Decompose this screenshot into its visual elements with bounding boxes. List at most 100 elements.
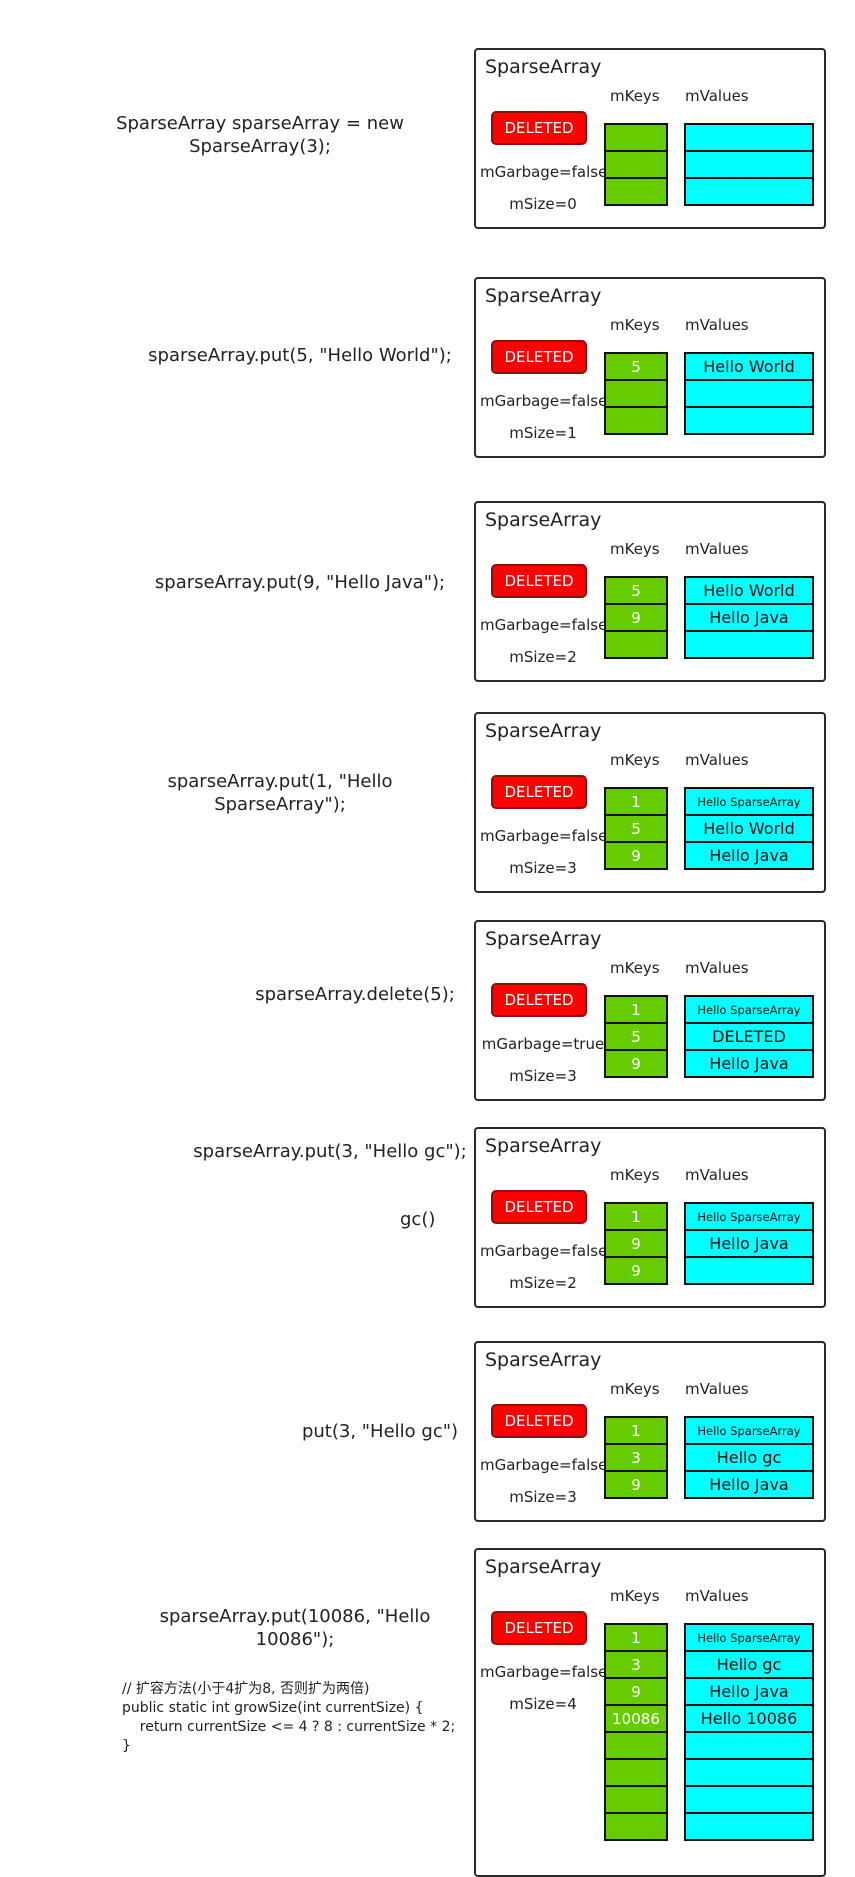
mvalues-cell: Hello gc [686, 1650, 812, 1677]
panel-title: SparseArray [485, 509, 602, 531]
snippet-line-3: return currentSize <= 4 ? 8 : currentSiz… [122, 1719, 456, 1735]
mkeys-cell: 5 [606, 814, 666, 841]
mvalues-header: mValues [685, 87, 749, 105]
code-statement: put(3, "Hello gc") [301, 1421, 459, 1442]
deleted-marker: DELETED [491, 1190, 587, 1224]
mgarbage-label: mGarbage=true [481, 1035, 605, 1053]
mkeys-cell [606, 630, 666, 657]
mvalues-cell [686, 406, 812, 433]
mvalues-cell [686, 1256, 812, 1283]
mkeys-cell [606, 1785, 666, 1812]
code-statement: sparseArray.put(9, "Hello Java"); [154, 572, 446, 593]
mkeys-header: mKeys [610, 316, 660, 334]
mvalues-cell: Hello SparseArray [686, 1204, 812, 1229]
mkeys-cell [606, 1812, 666, 1839]
mvalues-header: mValues [685, 1166, 749, 1184]
mvalues-cell [686, 150, 812, 177]
mkeys-header: mKeys [610, 1166, 660, 1184]
mkeys-cell [606, 150, 666, 177]
snippet-line-2: public static int growSize(int currentSi… [122, 1700, 424, 1716]
mkeys-cell: 9 [606, 1229, 666, 1256]
mvalues-cell [686, 379, 812, 406]
mkeys-cell [606, 379, 666, 406]
panel-title: SparseArray [485, 56, 602, 78]
mkeys-cell: 5 [606, 578, 666, 603]
mkeys-cell [606, 177, 666, 204]
mvalues-cell: Hello World [686, 578, 812, 603]
panel-title: SparseArray [485, 1349, 602, 1371]
mkeys-header: mKeys [610, 1587, 660, 1605]
mvalues-cell: Hello Java [686, 1049, 812, 1076]
code-statement: SparseArray sparseArray = new SparseArra… [116, 113, 404, 157]
mgarbage-label: mGarbage=false [480, 1242, 608, 1260]
mkeys-cell [606, 125, 666, 150]
mvalues-array [684, 123, 814, 206]
code-statement: sparseArray.put(10086, "Hello 10086"); [159, 1606, 431, 1650]
grow-size-code-snippet: // 扩容方法(小于4扩为8, 否则扩为两倍) public static int… [122, 1680, 455, 1756]
mkeys-header: mKeys [610, 1380, 660, 1398]
mvalues-cell: Hello Java [686, 1229, 812, 1256]
code-statement: sparseArray.put(5, "Hello World"); [148, 345, 452, 366]
msize-label: mSize=4 [509, 1695, 577, 1713]
mkeys-cell: 9 [606, 1049, 666, 1076]
mkeys-cell: 3 [606, 1443, 666, 1470]
mkeys-cell: 1 [606, 1625, 666, 1650]
mvalues-cell [686, 125, 812, 150]
msize-label: mSize=3 [509, 859, 577, 877]
mkeys-cell: 9 [606, 1677, 666, 1704]
msize-label: mSize=2 [509, 1274, 577, 1292]
deleted-marker: DELETED [491, 1404, 587, 1438]
mvalues-cell: Hello gc [686, 1443, 812, 1470]
mvalues-cell [686, 630, 812, 657]
code-statement: sparseArray.put(3, "Hello gc"); [193, 1141, 467, 1162]
code-statement: sparseArray.put(1, "Hello SparseArray"); [167, 771, 393, 815]
mvalues-header: mValues [685, 1380, 749, 1398]
mvalues-cell: Hello 10086 [686, 1704, 812, 1731]
mgarbage-label: mGarbage=false [480, 1456, 608, 1474]
msize-label: mSize=1 [509, 424, 577, 442]
mvalues-cell: DELETED [686, 1022, 812, 1049]
deleted-marker: DELETED [491, 1611, 587, 1645]
panel-title: SparseArray [485, 285, 602, 307]
mvalues-cell: Hello SparseArray [686, 1418, 812, 1443]
mvalues-header: mValues [685, 316, 749, 334]
snippet-line-1: // 扩容方法(小于4扩为8, 否则扩为两倍) [122, 1681, 370, 1697]
mkeys-cell: 9 [606, 1256, 666, 1283]
mkeys-header: mKeys [610, 87, 660, 105]
mgarbage-label: mGarbage=false [480, 392, 608, 410]
mvalues-cell: Hello Java [686, 841, 812, 868]
deleted-marker: DELETED [491, 111, 587, 145]
mkeys-header: mKeys [610, 751, 660, 769]
msize-label: mSize=2 [509, 648, 577, 666]
mvalues-cell [686, 1758, 812, 1785]
deleted-marker: DELETED [491, 983, 587, 1017]
panel-title: SparseArray [485, 1135, 602, 1157]
mkeys-cell: 5 [606, 354, 666, 379]
mkeys-cell [606, 1731, 666, 1758]
panel-title: SparseArray [485, 1556, 602, 1578]
mvalues-header: mValues [685, 540, 749, 558]
mvalues-array: Hello World [684, 352, 814, 435]
mvalues-cell: Hello Java [686, 1470, 812, 1497]
snippet-line-4: } [122, 1738, 131, 1754]
mkeys-array [604, 123, 668, 206]
mvalues-cell [686, 1731, 812, 1758]
mvalues-cell: Hello Java [686, 603, 812, 630]
mvalues-cell [686, 1785, 812, 1812]
mvalues-header: mValues [685, 751, 749, 769]
